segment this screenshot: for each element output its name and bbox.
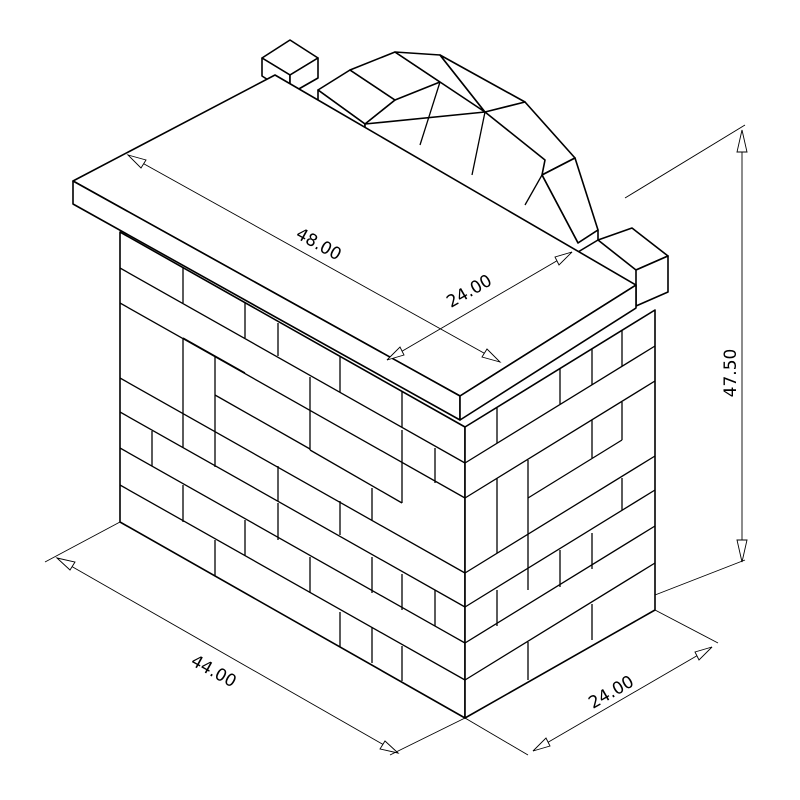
height-label: 47.50 [721,349,741,398]
pillar-body [119,231,656,719]
base-length-label: 44.00 [187,651,239,692]
left-face-courses [119,267,466,681]
left-face-joints [151,268,436,681]
right-face-joints [496,330,623,680]
slab-side-edge [459,284,637,421]
dimension-lines [44,124,748,756]
top-slab [72,74,637,421]
base-width-label: 24.00 [585,672,637,714]
